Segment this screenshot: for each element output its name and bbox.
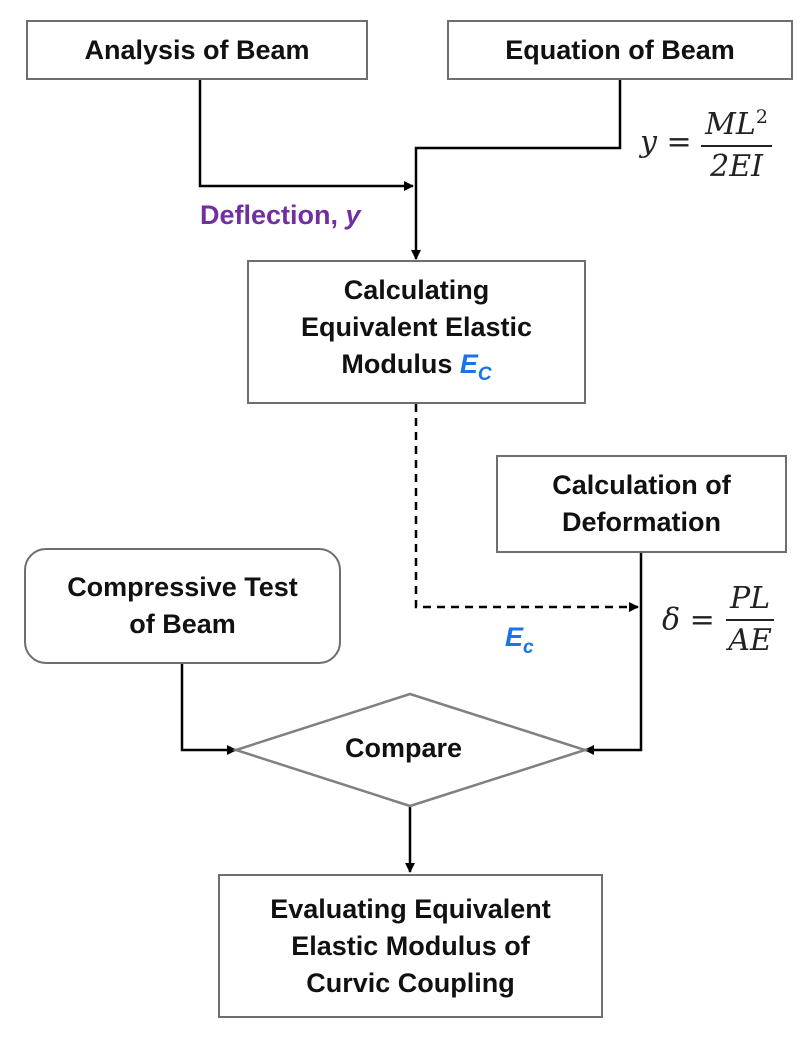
analysis-of-beam-box: Analysis of Beam (26, 20, 368, 80)
deformation-formula: δ = PL AE (662, 582, 776, 658)
beam-formula-denominator: 2EI (710, 149, 763, 184)
evaluating-line-1: Evaluating Equivalent (270, 893, 551, 924)
evaluating-line-3: Curvic Coupling (306, 967, 515, 998)
ec-edge-main: E (505, 622, 524, 652)
deformation-formula-numerator: PL (726, 582, 775, 621)
evaluating-box: Evaluating Equivalent Elastic Modulus of… (218, 874, 603, 1018)
ec-edge-label: Ec (505, 622, 534, 659)
ec-edge-sub: c (523, 637, 534, 658)
compare-diamond (231, 692, 590, 808)
beam-formula-numerator-text: ML (705, 107, 756, 142)
evaluating-line-2: Elastic Modulus of (291, 930, 530, 961)
compressive-line-2: of Beam (129, 609, 236, 639)
compressive-line-1: Compressive Test (67, 572, 298, 602)
calculating-elastic-modulus-box: Calculating Equivalent Elastic Modulus E… (247, 260, 586, 404)
equation-of-beam-label: Equation of Beam (505, 34, 735, 65)
connector-compressive-to-compare (180, 664, 237, 755)
deformation-line-1: Calculation of (552, 470, 731, 500)
compare-label: Compare (345, 733, 463, 763)
deformation-formula-fraction: PL AE (724, 582, 776, 658)
connector-analysis-to-junction (198, 80, 414, 191)
connector-calculating-to-deformation-dashed (414, 404, 639, 612)
calculation-of-deformation-box: Calculation of Deformation (496, 455, 787, 553)
deflection-variable: y (345, 200, 361, 230)
calculating-line-3: Modulus EC (301, 346, 532, 393)
deformation-line-2: Deformation (561, 507, 721, 537)
calculating-line-2: Equivalent Elastic (300, 311, 533, 342)
beam-deflection-formula: y = ML2 2EI (640, 100, 772, 184)
deformation-formula-denominator: AE (728, 623, 772, 658)
calculating-line-3-text: Modulus (341, 348, 453, 379)
deformation-formula-lhs: δ = (662, 602, 715, 638)
connector-equation-to-calculating (411, 80, 622, 260)
ec-symbol-sub: C (477, 363, 492, 385)
ec-symbol: EC (459, 348, 492, 385)
analysis-of-beam-label: Analysis of Beam (84, 34, 310, 65)
calculating-line-1: Calculating (343, 274, 490, 305)
compressive-test-box: Compressive Test of Beam (24, 548, 341, 664)
deflection-text: Deflection, (200, 200, 346, 230)
deflection-label: Deflection, y (200, 200, 361, 231)
equation-of-beam-box: Equation of Beam (447, 20, 793, 80)
beam-formula-lhs: y = (640, 124, 692, 160)
ec-symbol-main: E (459, 348, 478, 379)
beam-formula-exponent: 2 (755, 106, 768, 128)
connector-deformation-to-compare (584, 553, 643, 755)
beam-formula-fraction: ML2 2EI (701, 100, 772, 184)
beam-formula-numerator: ML2 (701, 100, 772, 147)
